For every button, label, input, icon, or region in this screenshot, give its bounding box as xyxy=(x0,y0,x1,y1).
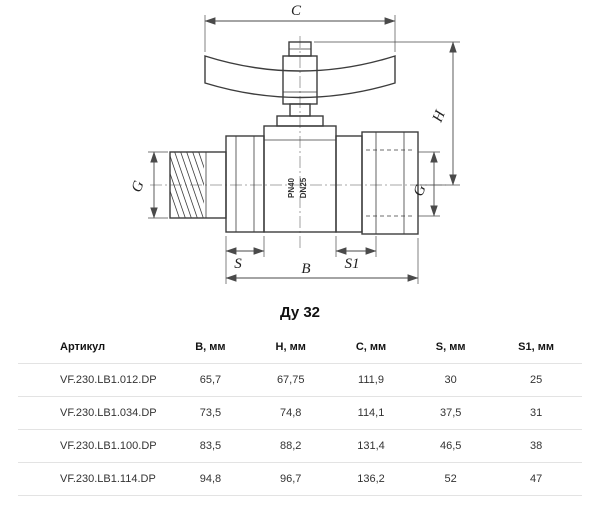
dimension-b: B xyxy=(225,236,419,284)
cell-c: 114,1 xyxy=(330,396,412,430)
union-nut-right xyxy=(335,135,363,233)
dim-label-g-left: G xyxy=(129,179,148,195)
dim-label-b: B xyxy=(301,261,310,277)
table-row: VF.230.LB1.114.DP 94,8 96,7 136,2 52 47 xyxy=(18,462,582,496)
body-marking-line2: DN25 xyxy=(299,177,308,198)
dim-label-g-right: G xyxy=(411,183,430,199)
col-header-s: S, мм xyxy=(411,331,491,364)
col-header-c: C, мм xyxy=(330,331,412,364)
cell-s1: 31 xyxy=(490,396,582,430)
dim-label-s1: S1 xyxy=(345,256,360,272)
cell-artikul: VF.230.LB1.034.DP xyxy=(18,396,171,430)
cell-h: 74,8 xyxy=(250,396,331,430)
cell-b: 65,7 xyxy=(170,363,251,397)
cell-s: 30 xyxy=(411,363,491,397)
male-thread-end xyxy=(169,151,227,219)
cell-s1: 47 xyxy=(490,462,582,496)
cell-b: 83,5 xyxy=(170,429,251,463)
cell-artikul: VF.230.LB1.100.DP xyxy=(18,429,171,463)
cell-s1: 38 xyxy=(490,429,582,463)
table-row: VF.230.LB1.012.DP 65,7 67,75 111,9 30 25 xyxy=(18,363,582,397)
cell-b: 94,8 xyxy=(170,462,251,496)
cell-s1: 25 xyxy=(490,363,582,397)
cell-artikul: VF.230.LB1.114.DP xyxy=(18,462,171,496)
table-row: VF.230.LB1.100.DP 83,5 88,2 131,4 46,5 3… xyxy=(18,429,582,463)
valve-drawing-svg: PN40 DN25 xyxy=(129,3,460,284)
cell-artikul: VF.230.LB1.012.DP xyxy=(18,363,171,397)
drawing-title: Ду 32 xyxy=(279,304,321,321)
dimensions-table: Артикул B, мм H, мм C, мм S, мм S1, мм V… xyxy=(18,331,582,496)
dim-label-h: H xyxy=(429,107,449,125)
dimension-s: S xyxy=(225,236,265,272)
cell-s: 46,5 xyxy=(411,429,491,463)
cell-s: 37,5 xyxy=(411,396,491,430)
col-header-s1: S1, мм xyxy=(490,331,582,364)
cell-h: 67,75 xyxy=(250,363,331,397)
dim-label-c: C xyxy=(291,3,302,19)
dimension-g-right: G xyxy=(411,151,440,217)
col-header-artikul: Артикул xyxy=(18,331,171,364)
table-header-row: Артикул B, мм H, мм C, мм S, мм S1, мм xyxy=(18,331,582,364)
valve-technical-drawing: PN40 DN25 xyxy=(129,3,460,284)
cell-b: 73,5 xyxy=(170,396,251,430)
dim-label-s: S xyxy=(234,256,242,272)
female-thread-end xyxy=(361,131,419,235)
cell-c: 111,9 xyxy=(330,363,412,397)
col-header-h: H, мм xyxy=(250,331,331,364)
thread-hatching xyxy=(170,152,204,218)
dimension-c: C xyxy=(204,3,396,52)
cell-s: 52 xyxy=(411,462,491,496)
union-nut-left xyxy=(225,135,265,233)
cell-c: 136,2 xyxy=(330,462,412,496)
body-marking-line1: PN40 xyxy=(287,177,296,198)
cell-c: 131,4 xyxy=(330,429,412,463)
dimension-g-left: G xyxy=(129,151,168,219)
col-header-b: B, мм xyxy=(170,331,251,364)
table-row: VF.230.LB1.034.DP 73,5 74,8 114,1 37,5 3… xyxy=(18,396,582,430)
dimension-s1: S1 xyxy=(335,236,377,272)
cell-h: 88,2 xyxy=(250,429,331,463)
cell-h: 96,7 xyxy=(250,462,331,496)
